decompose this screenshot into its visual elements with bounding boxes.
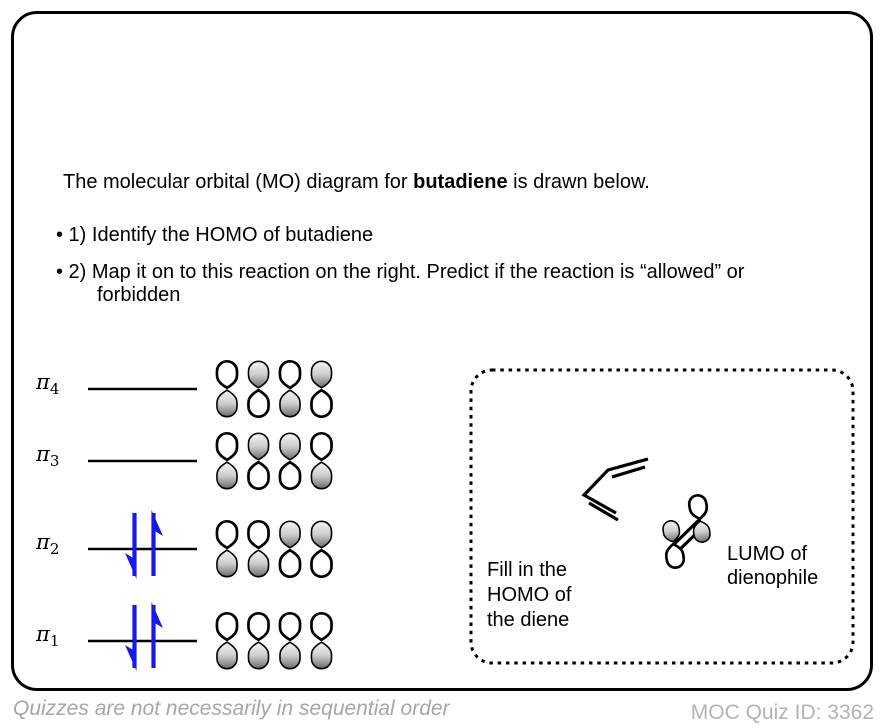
mo-level-label-pi1: π1	[36, 622, 59, 649]
diene-double-bond-upper	[611, 465, 646, 479]
orbital-lobe-unshaded	[247, 611, 270, 642]
orbital-lobe-shaded	[247, 432, 270, 461]
dienophile-lumo	[662, 494, 711, 569]
orbital-lobe-unshaded	[247, 460, 270, 491]
orbital-lobe-unshaded	[247, 519, 270, 550]
lumo-dienophile-label: LUMO of dienophile	[727, 543, 819, 589]
question-bullet-1: • 1) Identify the HOMO of butadiene	[56, 224, 374, 246]
pi-subscript: 3	[49, 452, 60, 471]
orbital-lobe-shaded	[310, 520, 333, 549]
orbital-lobe-shaded	[692, 520, 711, 543]
pi-symbol: π	[36, 370, 50, 394]
dienophile-lower-carbon-orbital	[662, 520, 686, 569]
orbital-lobe-unshaded	[215, 519, 239, 550]
question-intro-suffix: is drawn below.	[507, 171, 650, 193]
mo-level-label-pi4: π4	[36, 370, 59, 397]
orbital-lobe-shaded	[279, 389, 301, 418]
reaction-box-border	[469, 368, 855, 665]
orbital-lobe-shaded	[216, 641, 238, 670]
orbital-lobe-shaded	[279, 520, 301, 549]
diene-structure	[581, 457, 649, 522]
orbital-lobe-unshaded	[278, 548, 302, 579]
orbital-lobe-unshaded	[247, 388, 270, 419]
orbital-lobe-shaded	[247, 549, 270, 578]
pi-subscript: 2	[49, 540, 60, 559]
diene-backbone	[581, 457, 649, 515]
orbital-lobe-shaded	[279, 641, 301, 670]
orbital-lobe-shaded	[247, 641, 270, 670]
question-intro: The molecular orbital (MO) diagram for b…	[63, 171, 650, 194]
orbital-lobe-unshaded	[310, 548, 333, 579]
quiz-card-border	[11, 11, 873, 691]
pi-symbol: π	[36, 622, 50, 646]
pi-subscript: 1	[49, 632, 60, 651]
generated-orbital-graphics	[88, 359, 711, 671]
orbital-lobe-shaded	[279, 432, 301, 461]
mo-level-label-pi3: π3	[36, 442, 59, 469]
electron-down-arrow-head	[125, 553, 137, 579]
orbital-lobe-unshaded	[664, 542, 686, 569]
electron-down-arrow-head	[125, 645, 137, 671]
question-intro-prefix: The molecular orbital (MO) diagram for	[63, 171, 414, 193]
orbital-lobe-shaded	[216, 389, 238, 418]
orbital-lobe-shaded	[310, 461, 333, 490]
dienophile-upper-carbon-orbital	[687, 494, 711, 543]
fill-in-homo-label: Fill in the HOMO of the diene	[487, 559, 572, 631]
orbital-lobe-unshaded	[310, 611, 333, 642]
question-intro-bold: butadiene	[413, 171, 508, 193]
orbital-lobe-shaded	[247, 360, 270, 389]
orbital-lobe-unshaded	[687, 494, 709, 521]
footer-quiz-id: MOC Quiz ID: 3362	[690, 701, 874, 724]
orbital-lobe-unshaded	[215, 431, 239, 462]
orbital-lobe-unshaded	[215, 359, 239, 390]
orbital-lobe-shaded	[310, 360, 333, 389]
electron-up-arrow-head	[151, 602, 163, 628]
diene-double-bond-lower	[588, 501, 619, 522]
orbital-lobe-unshaded	[215, 611, 239, 642]
orbital-lobe-shaded	[216, 461, 238, 490]
orbital-lobe-shaded	[662, 520, 681, 543]
mo-level-pi3	[88, 431, 333, 491]
orbital-lobe-shaded	[216, 549, 238, 578]
electron-up-arrow-head	[151, 510, 163, 536]
orbital-lobe-unshaded	[310, 431, 333, 462]
orbital-lobe-unshaded	[278, 460, 302, 491]
orbital-lobe-shaded	[310, 641, 333, 670]
orbital-lobe-unshaded	[278, 359, 302, 390]
footer-note: Quizzes are not necessarily in sequentia…	[13, 697, 450, 720]
mo-level-pi2	[88, 510, 333, 579]
mo-level-pi1	[88, 602, 333, 671]
pi-symbol: π	[36, 530, 50, 554]
mo-level-pi4	[88, 359, 333, 419]
orbital-lobe-unshaded	[310, 388, 333, 419]
mo-level-label-pi2: π2	[36, 530, 59, 557]
orbital-lobe-unshaded	[278, 611, 302, 642]
pi-subscript: 4	[49, 380, 60, 399]
pi-symbol: π	[36, 442, 50, 466]
question-bullet-2: • 2) Map it on to this reaction on the r…	[56, 261, 745, 306]
